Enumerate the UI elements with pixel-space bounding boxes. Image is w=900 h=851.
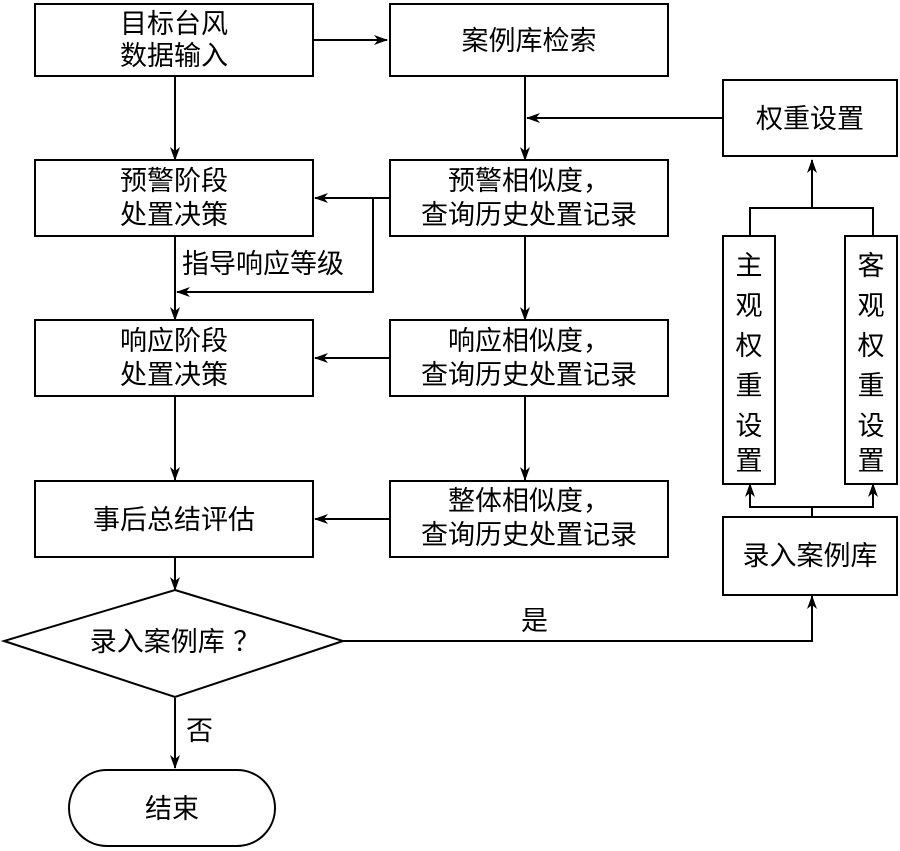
connectors	[170, 35, 878, 769]
no-label: 否	[186, 716, 213, 747]
node-objective-weight: 客 观 权 重 设 置	[844, 235, 898, 485]
input-line-1: 目标台风	[120, 9, 228, 40]
objective-char-5: 设	[858, 411, 885, 442]
warning-decision-box	[34, 159, 314, 237]
yes-label: 是	[521, 606, 548, 637]
end-label: 结束	[145, 794, 199, 825]
overall-similarity-box	[389, 480, 669, 558]
subjective-char-5: 设	[736, 411, 763, 442]
post-eval-box	[34, 480, 314, 558]
node-overall-similarity: 整体相似度， 查询历史处置记录	[389, 480, 669, 558]
node-weight: 权重设置	[722, 79, 898, 157]
warning-similarity-box	[389, 159, 669, 237]
record-box	[722, 516, 898, 596]
post-eval-label: 事后总结评估	[93, 505, 255, 536]
objective-char-4: 重	[858, 371, 885, 402]
decision-label: 录入案例库 ？	[90, 627, 261, 658]
node-decision: 录入案例库 ？	[0, 588, 347, 699]
edge-subjective-weight	[749, 159, 817, 236]
node-response-similarity: 响应相似度， 查询历史处置记录	[389, 319, 669, 397]
subjective-char-6: 置	[736, 446, 763, 477]
edge-decision-record	[343, 595, 817, 642]
node-response-decision: 响应阶段 处置决策	[34, 319, 314, 397]
subjective-char-1: 主	[736, 251, 763, 282]
objective-weight-box	[844, 235, 898, 485]
edge-record-subjective	[745, 483, 813, 517]
warning-similarity-line-2: 查询历史处置记录	[421, 200, 637, 231]
search-label: 案例库检索	[462, 26, 597, 57]
response-decision-line-1: 响应阶段	[120, 326, 228, 357]
node-warning-similarity: 预警相似度， 查询历史处置记录	[389, 159, 669, 237]
node-search: 案例库检索	[389, 3, 669, 77]
objective-char-2: 观	[858, 291, 885, 322]
node-post-eval: 事后总结评估	[34, 480, 314, 558]
objective-char-6: 置	[858, 446, 885, 477]
node-warning-decision: 预警阶段 处置决策	[34, 159, 314, 237]
edge-record-objective	[812, 483, 878, 508]
objective-char-3: 权	[858, 331, 885, 362]
node-input: 目标台风 数据输入	[34, 3, 314, 77]
edge-objective-weight	[812, 207, 874, 236]
record-label: 录入案例库	[743, 541, 878, 572]
node-subjective-weight: 主 观 权 重 设 置	[722, 235, 776, 485]
subjective-char-3: 权	[736, 331, 763, 362]
edge-guide-response	[176, 198, 374, 297]
weight-label: 权重设置	[756, 104, 864, 135]
subjective-char-4: 重	[736, 371, 763, 402]
warning-decision-line-2: 处置决策	[120, 200, 228, 231]
response-similarity-line-1: 响应相似度，	[448, 326, 610, 357]
decision-diamond	[0, 588, 347, 699]
response-decision-line-2: 处置决策	[120, 360, 228, 391]
response-similarity-line-2: 查询历史处置记录	[421, 360, 637, 391]
response-decision-box	[34, 319, 314, 397]
warning-decision-line-1: 预警阶段	[120, 166, 228, 197]
overall-similarity-line-2: 查询历史处置记录	[421, 520, 637, 551]
subjective-weight-box	[722, 235, 776, 485]
subjective-char-2: 观	[736, 291, 763, 322]
end-terminal	[68, 769, 276, 847]
weight-box	[722, 79, 898, 157]
guide-label: 指导响应等级	[182, 249, 344, 280]
response-similarity-box	[389, 319, 669, 397]
overall-similarity-line-1: 整体相似度，	[448, 486, 610, 517]
node-record: 录入案例库	[722, 516, 898, 596]
input-line-2: 数据输入	[120, 41, 228, 72]
objective-char-1: 客	[858, 251, 885, 282]
node-end: 结束	[68, 769, 276, 847]
search-box	[389, 3, 669, 77]
input-box	[34, 3, 314, 77]
warning-similarity-line-1: 预警相似度，	[448, 166, 610, 197]
